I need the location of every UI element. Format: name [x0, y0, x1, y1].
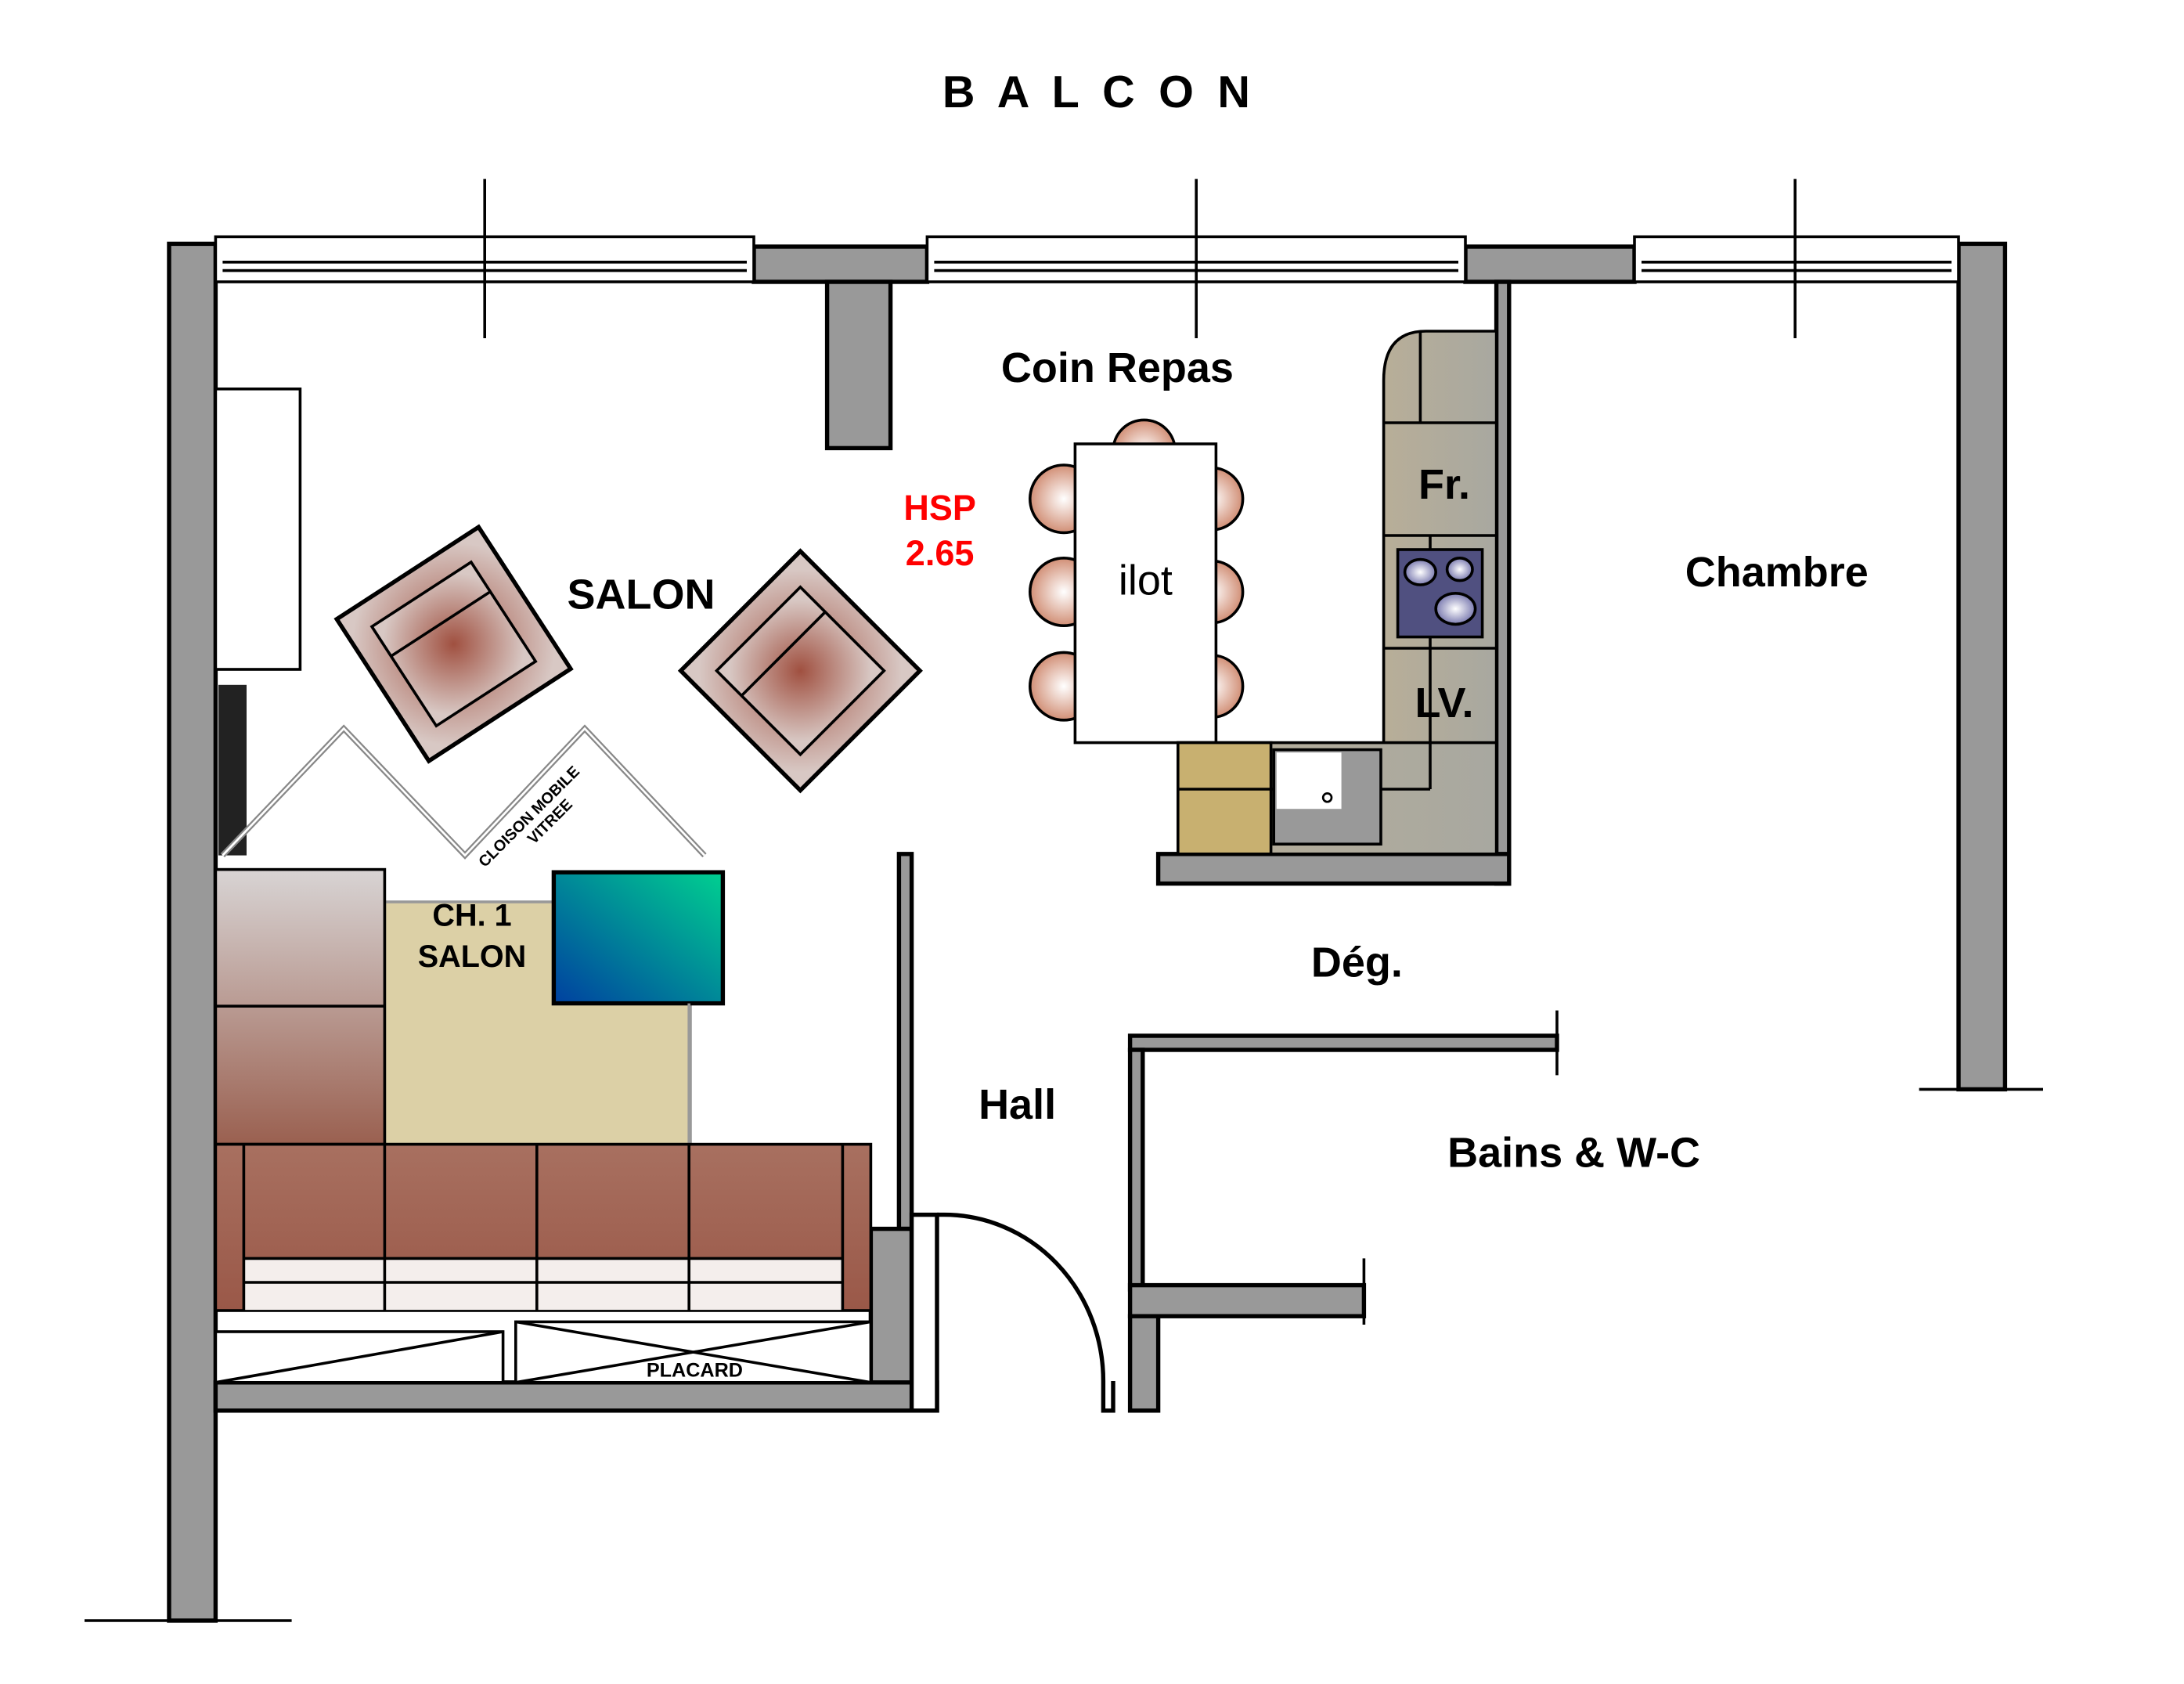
hsp-value: 2.65: [906, 533, 975, 573]
fridge-label: Fr.: [1418, 461, 1470, 508]
salon-label: SALON: [568, 572, 715, 618]
chambre-label: Chambre: [1685, 549, 1869, 596]
closet: PLACARD: [214, 1320, 873, 1384]
walls: [85, 241, 2043, 1623]
kitchen-island: [1073, 442, 1218, 745]
kitchen: [1177, 330, 1498, 856]
ch1-label-2: SALON: [418, 939, 527, 974]
hsp-label: HSP: [903, 488, 976, 528]
balcon-label: B A L C O N: [942, 67, 1256, 117]
armchair-right: [677, 548, 923, 794]
entrance-door[interactable]: [937, 1212, 1115, 1413]
radiator: [218, 684, 247, 856]
hall-label: Hall: [978, 1081, 1056, 1128]
armchair-left: [333, 524, 574, 764]
sofa-bed: [214, 1142, 873, 1312]
ilot-label: ilot: [1119, 557, 1173, 604]
placard-label: PLACARD: [647, 1360, 743, 1382]
coin-repas-label: Coin Repas: [1001, 344, 1234, 391]
deg-label: Dég.: [1311, 939, 1403, 986]
sliding-glass-partition: [220, 724, 707, 860]
windows: [214, 178, 1960, 338]
rug: [383, 900, 692, 1146]
tv: [551, 870, 726, 1006]
bains-label: Bains & W-C: [1447, 1129, 1700, 1176]
shelf: [214, 388, 302, 671]
dishwasher-label: LV.: [1415, 680, 1473, 727]
ch1-label-1: CH. 1: [432, 899, 511, 933]
